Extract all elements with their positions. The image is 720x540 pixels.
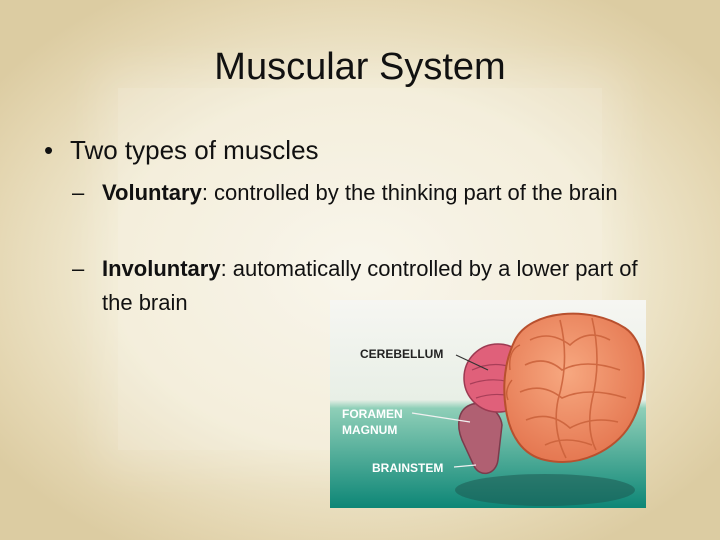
brain-diagram — [330, 300, 646, 508]
slide-title: Muscular System — [214, 46, 506, 88]
bullet-dot-icon: • — [44, 135, 54, 165]
brain-shadow — [455, 474, 635, 506]
cerebrum-shape — [503, 312, 645, 463]
bullet-item: • Two types of muscles — [44, 134, 664, 166]
sub-item-text: : automatically controlled by a lower pa… — [102, 256, 638, 315]
sub-item-voluntary: – Voluntary: controlled by the thinking … — [72, 176, 672, 210]
sub-item-text: : controlled by the thinking part of the… — [201, 180, 618, 205]
foramen-label-line2: MAGNUM — [342, 423, 398, 437]
cerebellum-pointer — [455, 354, 489, 371]
bullet-text: Two types of muscles — [70, 135, 319, 165]
dash-icon: – — [72, 256, 85, 281]
sub-item-involuntary: – Involuntary: automatically controlled … — [72, 252, 672, 320]
foramen-label-line1: FORAMEN — [342, 407, 403, 421]
cerebellum-label: CEREBELLUM — [360, 347, 444, 361]
brainstem-label: BRAINSTEM — [372, 461, 444, 475]
sub-item-term: Voluntary — [102, 180, 202, 205]
dash-icon: – — [72, 180, 85, 205]
brainstem-pointer — [453, 464, 477, 468]
foramen-pointer — [411, 412, 471, 423]
sub-item-term: Involuntary — [102, 256, 221, 281]
brain-illustration: CEREBELLUM FORAMEN MAGNUM BRAINSTEM — [330, 300, 646, 508]
